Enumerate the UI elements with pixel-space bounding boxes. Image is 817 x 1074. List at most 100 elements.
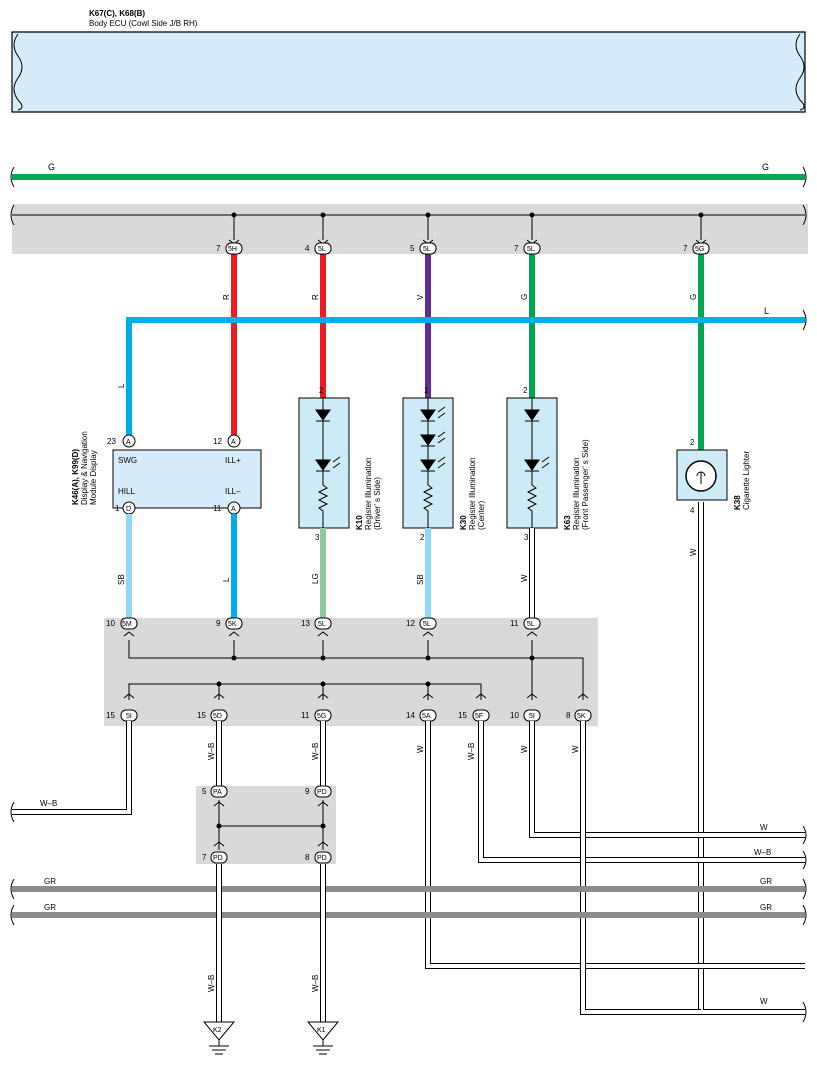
svg-text:11: 11	[213, 504, 222, 513]
wire-label-gr-2-right: GR	[760, 903, 772, 912]
svg-text:11: 11	[510, 619, 519, 628]
wire-label-sb-k30: SB	[416, 574, 425, 585]
display-name-2: Module Display	[89, 450, 98, 505]
wire-label-wb-5g: W–B	[311, 743, 320, 760]
display-module-box	[112, 449, 262, 509]
k10-name-1: Register Illumination	[364, 458, 373, 530]
svg-text:5: 5	[202, 787, 207, 796]
svg-text:8: 8	[566, 711, 571, 720]
wire-label-lg: LG	[311, 573, 320, 584]
svg-text:D: D	[126, 506, 131, 513]
k63-led-symbols	[524, 398, 550, 528]
wire-label-v: V	[416, 294, 425, 300]
k10-pin-top: 2	[319, 386, 324, 395]
k30-name-1: Register Illumination	[468, 458, 477, 530]
k63-pin-top: 2	[523, 386, 528, 395]
svg-text:10: 10	[510, 711, 519, 720]
svg-text:5L: 5L	[318, 621, 326, 628]
svg-text:5L: 5L	[527, 246, 535, 253]
pin-label-ill-plus: ILL+	[225, 456, 241, 465]
ground-label-k2: K2	[213, 1027, 222, 1034]
wire-label-wb-right: W–B	[754, 848, 771, 857]
svg-text:PD: PD	[213, 855, 223, 862]
svg-text:13: 13	[301, 619, 310, 628]
wire-label-gr-1-right: GR	[760, 877, 772, 886]
wires-lower	[12, 721, 805, 1015]
k10-name-2: (Driver’ s Side)	[373, 477, 382, 530]
svg-text:5G: 5G	[317, 713, 326, 720]
svg-text:10: 10	[106, 619, 115, 628]
k63-pin-bottom: 3	[524, 533, 529, 542]
junction-block-middle	[104, 618, 598, 726]
display-name-1: Display & Navigation	[80, 431, 89, 505]
ground-k1: K1	[306, 1021, 340, 1055]
jb-small-connectors: PA5 PD9 PD7 PD8	[202, 785, 332, 864]
wire-label-w-k63: W	[520, 574, 529, 582]
wire-label-wb-5d: W–B	[207, 743, 216, 760]
wire-label-wb-k1: W–B	[311, 975, 320, 992]
pin-label-swg: SWG	[118, 456, 137, 465]
k10-code: K10	[355, 515, 364, 530]
svg-text:14: 14	[406, 711, 415, 720]
k30-led-symbols	[420, 398, 446, 528]
svg-text:5D: 5D	[213, 713, 222, 720]
wire-label-gr-2-left: GR	[44, 903, 56, 912]
svg-text:A: A	[231, 439, 236, 446]
wire-label-sb-hill: SB	[117, 574, 126, 585]
svg-text:1: 1	[115, 504, 120, 513]
svg-text:7: 7	[216, 244, 221, 253]
svg-text:5: 5	[410, 244, 415, 253]
svg-text:15: 15	[106, 711, 115, 720]
svg-text:5G: 5G	[695, 246, 704, 253]
svg-text:5I: 5I	[126, 713, 132, 720]
svg-text:5L: 5L	[318, 246, 326, 253]
wire-label-l-illm: L	[222, 577, 231, 582]
ground-k2: K2	[202, 1021, 236, 1055]
wire-label-w-5k: W	[571, 745, 580, 753]
k30-code: K30	[459, 515, 468, 530]
svg-text:4: 4	[305, 244, 310, 253]
svg-text:5L: 5L	[423, 621, 431, 628]
wire-label-g-left: G	[48, 162, 55, 172]
svg-text:PD: PD	[317, 789, 327, 796]
svg-text:7: 7	[514, 244, 519, 253]
wire-label-w-k38: W	[689, 548, 698, 556]
svg-text:9: 9	[305, 787, 310, 796]
svg-text:8: 8	[305, 853, 310, 862]
svg-text:A: A	[126, 439, 131, 446]
wire-w-k38	[698, 502, 805, 1015]
body-ecu-box	[11, 31, 806, 113]
jb-top-connectors: 5H 7 5L 4 5L 5 5L 7 5G 7	[216, 239, 710, 255]
wire-label-g-k38: G	[689, 294, 698, 300]
svg-text:11: 11	[301, 711, 310, 720]
wire-label-wb-5f: W–B	[467, 743, 476, 760]
wire-label-l: L	[764, 306, 769, 316]
svg-text:5I: 5I	[529, 713, 535, 720]
k63-code: K63	[563, 515, 572, 530]
svg-text:5H: 5H	[228, 246, 237, 253]
wire-label-g-right: G	[762, 162, 769, 172]
svg-text:PD: PD	[317, 855, 327, 862]
k10-pin-bottom: 3	[315, 533, 320, 542]
wire-label-g-k63: G	[520, 294, 529, 300]
svg-text:5A: 5A	[422, 713, 431, 720]
wire-label-w-right-2: W	[760, 997, 768, 1006]
pin-label-hill: HILL	[118, 487, 135, 496]
display-code: K46(A), K99(D)	[71, 449, 80, 505]
junction-block-top	[12, 204, 808, 254]
k38-pin-top: 2	[690, 438, 695, 447]
k38-code: K38	[733, 495, 742, 510]
k30-pin-top: 1	[424, 386, 429, 395]
wire-label-wb-k2: W–B	[207, 975, 216, 992]
pin-label-ill-minus: ILL–	[225, 487, 241, 496]
svg-text:12: 12	[406, 619, 415, 628]
k30-pin-bottom: 2	[420, 533, 425, 542]
wire-label-gr-1-left: GR	[44, 877, 56, 886]
wire-label-r-1: R	[222, 294, 231, 300]
jb-top-branches	[231, 212, 704, 240]
wire-label-w-5i: W	[520, 745, 529, 753]
wire-label-w-5a: W	[416, 745, 425, 753]
wire-label-r-2: R	[311, 294, 320, 300]
